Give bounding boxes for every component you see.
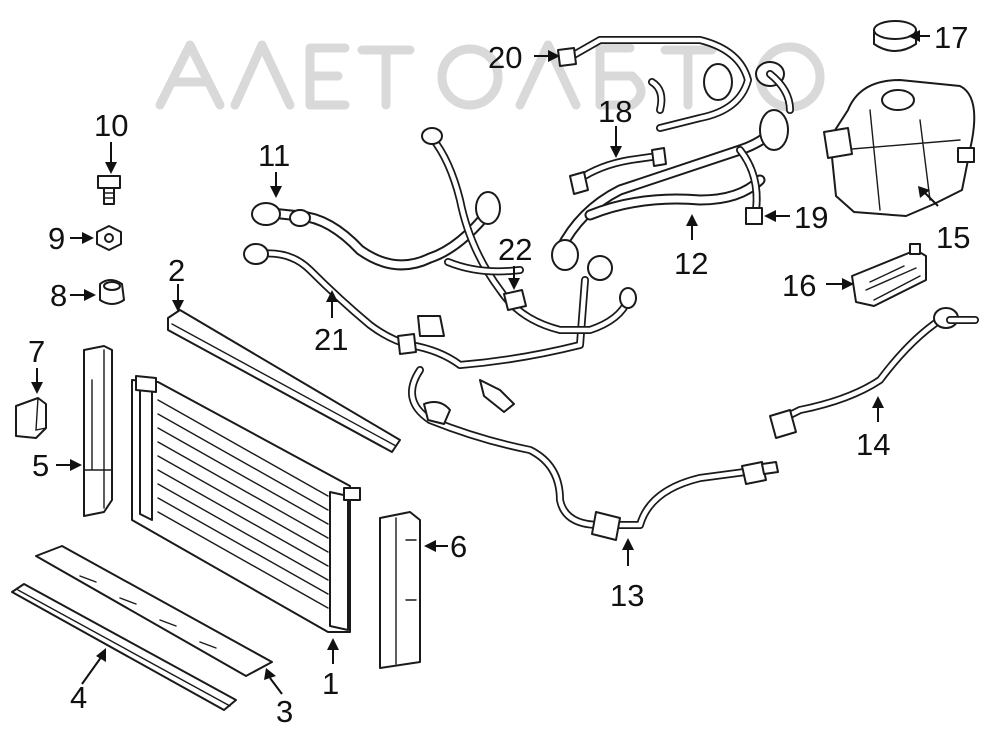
lower-air-guide-part xyxy=(35,545,273,677)
expansion-tank-part xyxy=(823,79,976,217)
return-hose-part xyxy=(769,307,979,439)
leader-lines xyxy=(31,30,939,695)
callout-8: 8 xyxy=(50,278,67,313)
callout-20: 20 xyxy=(488,40,522,75)
lower-coolant-line-part xyxy=(397,276,779,541)
mounting-pad-part xyxy=(15,397,47,439)
mounting-bracket-part xyxy=(851,243,927,307)
tank-cap-part xyxy=(873,20,917,52)
left-air-guide-part xyxy=(83,345,113,517)
callout-22: 22 xyxy=(498,232,532,267)
callout-7: 7 xyxy=(28,334,45,369)
callout-15: 15 xyxy=(936,220,970,255)
callout-2: 2 xyxy=(168,253,185,288)
callout-3: 3 xyxy=(276,694,293,729)
callout-14: 14 xyxy=(856,427,890,462)
bypass-hose-part xyxy=(243,243,414,349)
callout-16: 16 xyxy=(782,268,816,303)
callout-17: 17 xyxy=(934,20,968,55)
callout-6: 6 xyxy=(450,529,467,564)
callout-labels: 1 2 3 4 5 6 7 8 9 10 11 12 13 14 15 16 1… xyxy=(28,20,970,729)
callout-13: 13 xyxy=(610,578,644,613)
callout-1: 1 xyxy=(322,666,339,701)
callout-12: 12 xyxy=(674,246,708,281)
watermark-text: АЛЕ-ТО-АВТО xyxy=(493,78,507,81)
upper-radiator-hose-part xyxy=(251,191,501,271)
bolt-part xyxy=(97,175,121,205)
radiator-part xyxy=(131,375,361,633)
connector-hose-part xyxy=(421,127,637,334)
right-air-guide-part xyxy=(379,511,421,669)
callout-21: 21 xyxy=(314,322,348,357)
callout-4: 4 xyxy=(70,680,87,715)
callout-9: 9 xyxy=(48,221,65,256)
callout-5: 5 xyxy=(32,448,49,483)
bleed-line-part xyxy=(557,36,752,132)
bushing-part xyxy=(99,279,125,305)
nut-part xyxy=(96,225,122,251)
callout-10: 10 xyxy=(94,108,128,143)
lower-seal-strip-part xyxy=(11,583,237,711)
callout-11: 11 xyxy=(258,138,290,173)
main-coolant-hose-part xyxy=(551,61,794,281)
radiator-fins xyxy=(157,399,329,609)
vent-connector-part xyxy=(736,146,763,225)
callout-19: 19 xyxy=(794,200,828,235)
callout-18: 18 xyxy=(598,94,632,129)
vent-hose-part xyxy=(569,147,667,195)
